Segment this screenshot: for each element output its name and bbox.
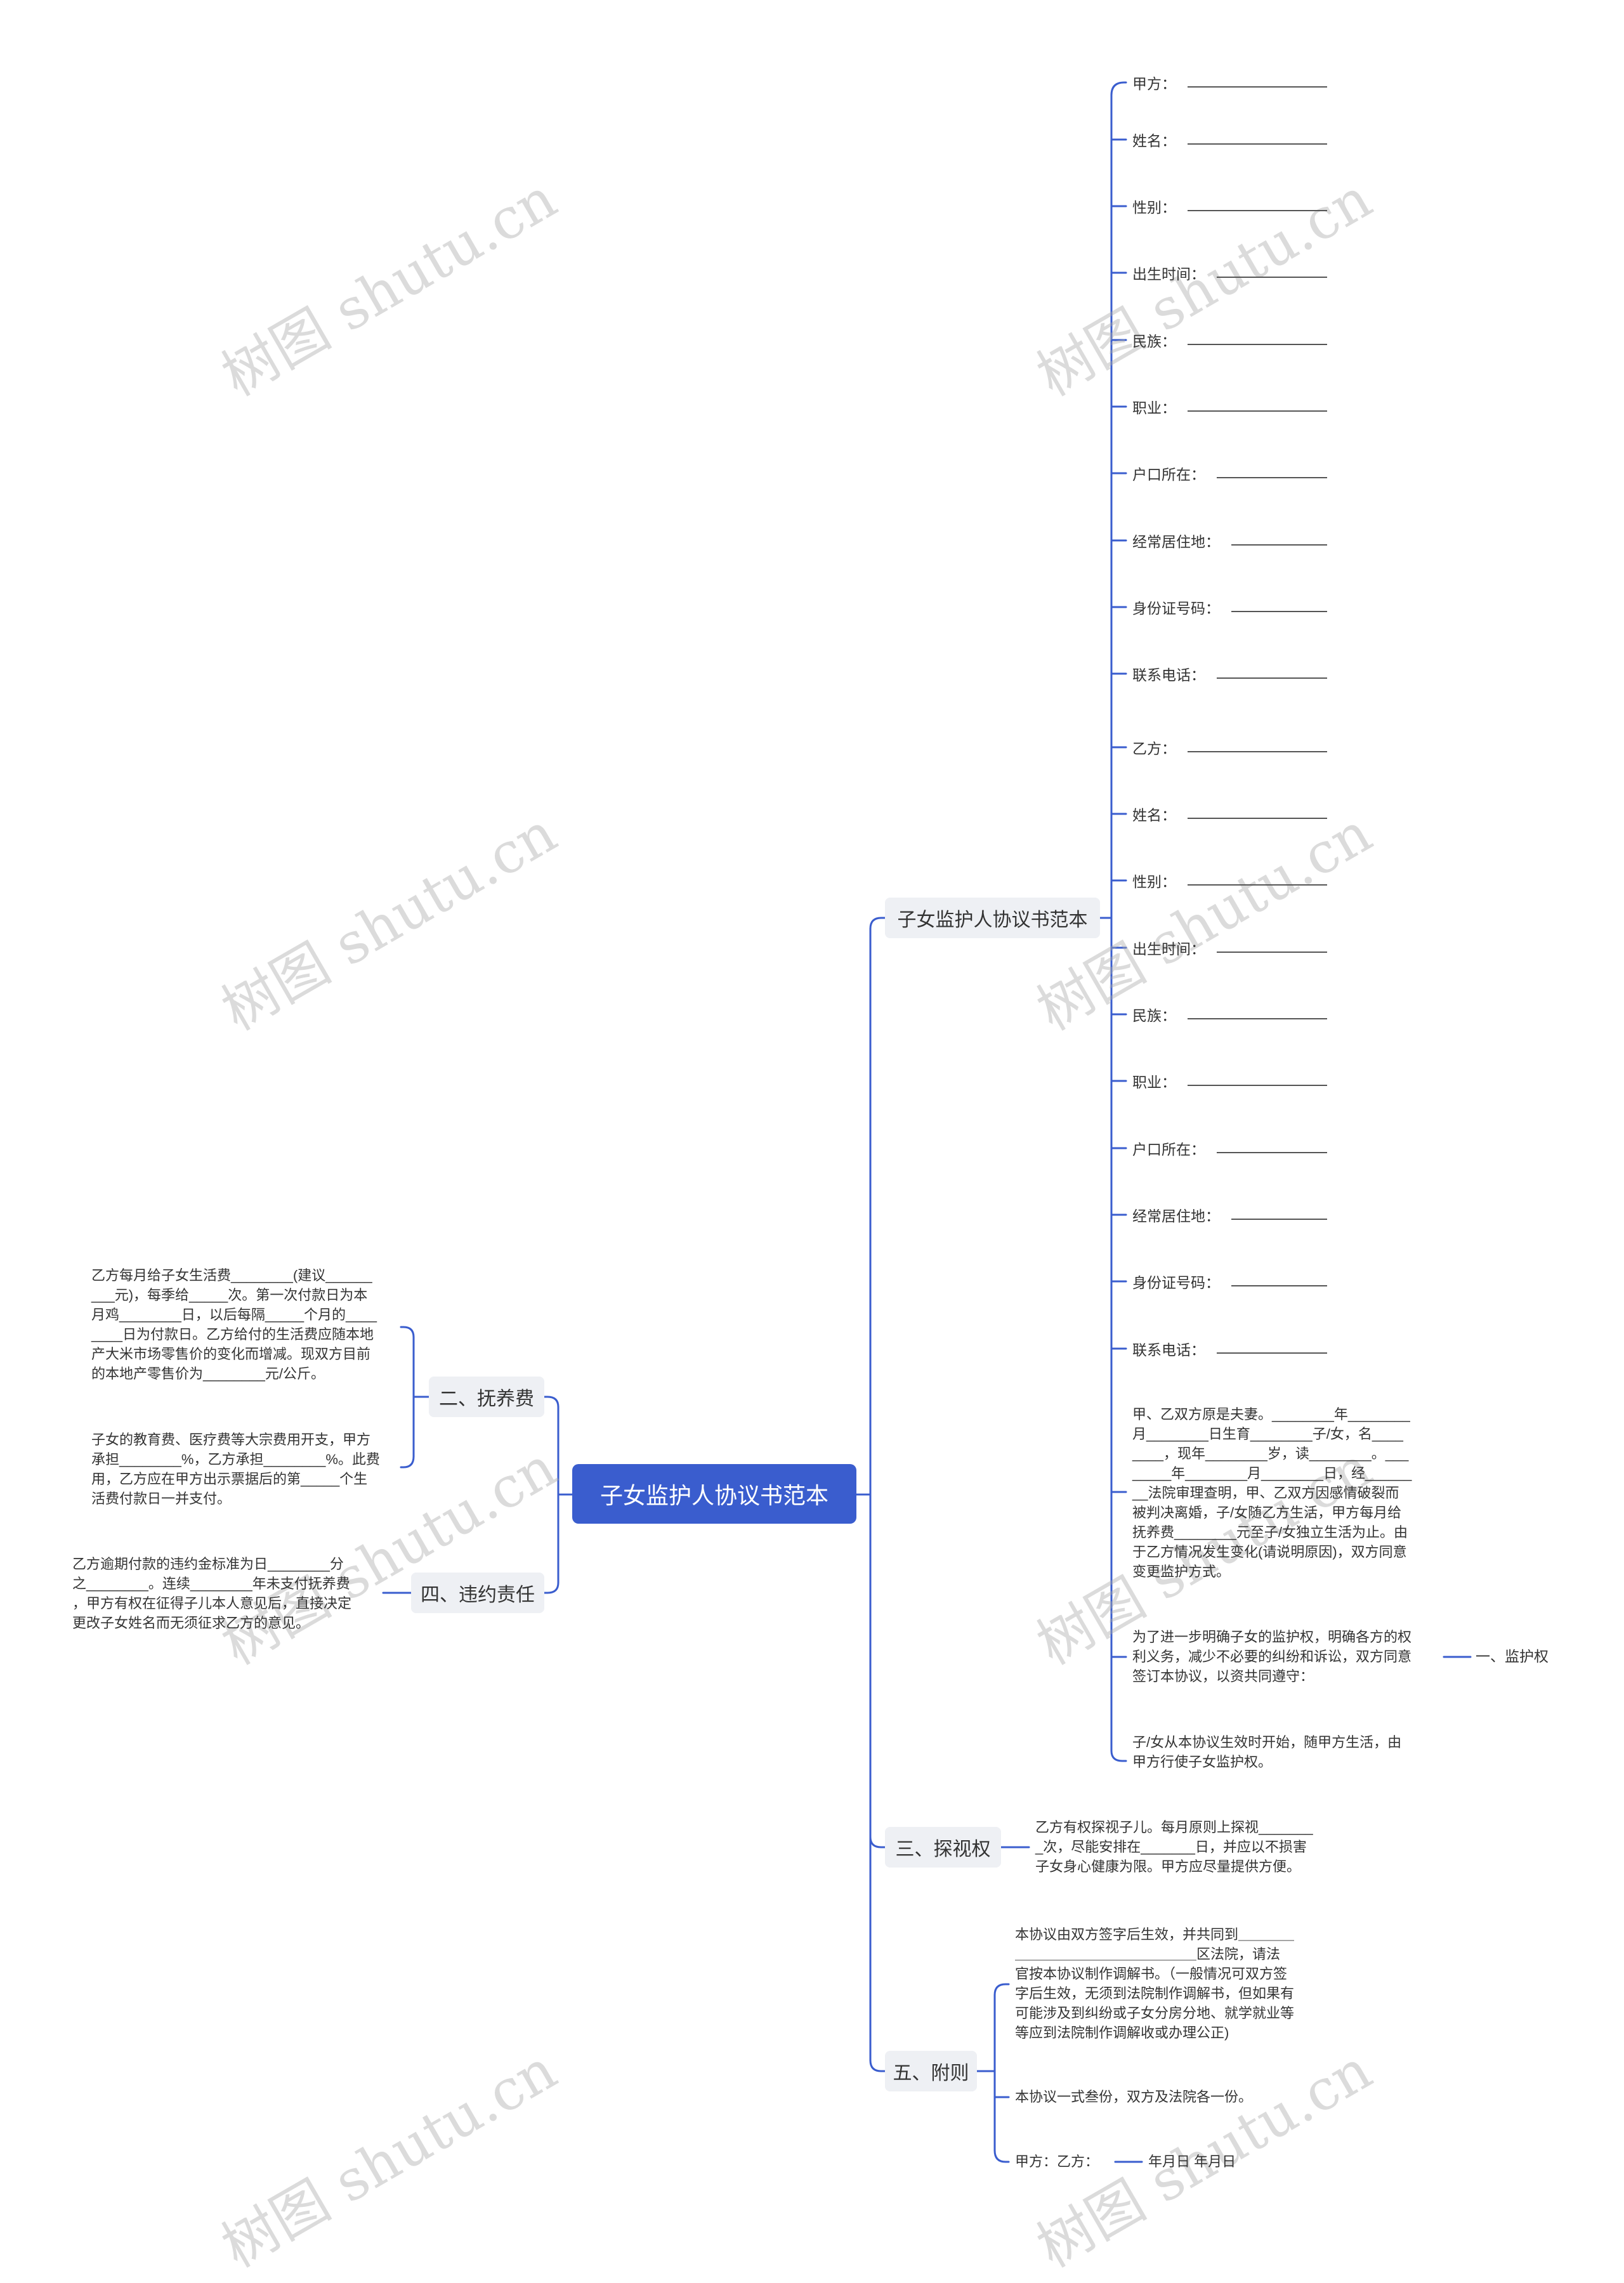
link-breach — [543, 1581, 560, 1594]
field-blank-line[interactable] — [1188, 335, 1327, 345]
field-blank-line[interactable] — [1217, 468, 1327, 478]
field-row: 身份证号码： — [1132, 1269, 1327, 1294]
field-label: 出生时间： — [1132, 266, 1205, 282]
field-label: 乙方： — [1132, 740, 1176, 757]
field-blank-line[interactable] — [1217, 669, 1327, 679]
field-label: 联系电话： — [1132, 1342, 1205, 1358]
field-row: 经常居住地： — [1132, 528, 1327, 553]
field-label: 身份证号码： — [1132, 1274, 1220, 1291]
field-row: 姓名： — [1132, 801, 1327, 827]
field-label: 性别： — [1132, 873, 1176, 890]
field-row: 民族： — [1132, 1002, 1327, 1027]
breach-paragraph: 乙方逾期付款的违约金标准为日________分 之________。连续____… — [72, 1556, 352, 1631]
link-field-top — [1110, 81, 1127, 96]
field-blank-line[interactable] — [1217, 943, 1327, 953]
field-row: 出生时间： — [1132, 935, 1327, 960]
link-visit — [869, 1836, 886, 1848]
field-row: 出生时间： — [1132, 260, 1327, 285]
field-blank-line[interactable] — [1217, 1344, 1327, 1354]
field-row: 经常居住地： — [1132, 1202, 1327, 1227]
field-blank-line[interactable] — [1231, 602, 1327, 612]
field-blank-line[interactable] — [1217, 268, 1327, 278]
field-row: 职业： — [1132, 394, 1327, 419]
field-label: 户口所在： — [1132, 1141, 1205, 1158]
field-label: 姓名： — [1132, 807, 1176, 823]
field-label: 姓名： — [1132, 133, 1176, 149]
field-label: 经常居住地： — [1132, 533, 1220, 550]
field-row: 民族： — [1132, 327, 1327, 353]
field-label: 经常居住地： — [1132, 1208, 1220, 1224]
field-label: 甲方： — [1132, 75, 1176, 92]
field-label: 出生时间： — [1132, 941, 1205, 957]
appendix-paragraph-1: 本协议由双方签字后生效，并共同到＿＿＿＿ ＿＿＿＿＿＿＿＿＿＿＿＿＿区法院，请法… — [1015, 1926, 1295, 2041]
field-row: 联系电话： — [1132, 1336, 1327, 1361]
field-blank-line[interactable] — [1188, 1009, 1327, 1019]
branch-main[interactable]: 子女监护人协议书范本 — [885, 898, 1100, 938]
field-label: 职业： — [1132, 400, 1176, 416]
field-row: 姓名： — [1132, 127, 1327, 152]
field-blank-line[interactable] — [1188, 77, 1327, 88]
visit-paragraph: 乙方有权探视子儿。每月原则上探视_______ _次，尽能安排在_______日… — [1035, 1819, 1313, 1874]
field-blank-line[interactable] — [1188, 1076, 1327, 1086]
branch-appendix[interactable]: 五、附则 — [885, 2051, 977, 2091]
field-blank-line[interactable] — [1188, 402, 1327, 412]
signature-line: 甲方：乙方： — [1015, 2154, 1099, 2169]
field-row: 联系电话： — [1132, 661, 1327, 686]
field-label: 身份证号码： — [1132, 600, 1220, 617]
field-blank-line[interactable] — [1217, 1143, 1327, 1153]
field-blank-line[interactable] — [1188, 742, 1327, 752]
field-row: 甲方： — [1132, 70, 1327, 95]
appendix-paragraph-2: 本协议一式叁份，双方及法院各一份。 — [1015, 2089, 1253, 2105]
field-label: 户口所在： — [1132, 466, 1205, 483]
branch-visit[interactable]: 三、探视权 — [885, 1827, 1001, 1868]
link-main — [869, 917, 886, 930]
support-paragraph-1: 乙方每月给子女生活费________(建议______ ___元)，每季给___… — [91, 1267, 377, 1382]
link-appendix — [869, 2059, 886, 2072]
field-blank-line[interactable] — [1188, 201, 1327, 211]
custody-paragraph: 子/女从本协议生效时开始，随甲方生活，由 甲方行使子女监护权。 — [1132, 1734, 1402, 1770]
link-support-p1 — [400, 1326, 415, 1338]
field-label: 联系电话： — [1132, 667, 1205, 683]
field-row: 职业： — [1132, 1068, 1327, 1094]
purpose-paragraph: 为了进一步明确子女的监护权，明确各方的权 利义务，减少不必要的纠纷和诉讼，双方同… — [1132, 1629, 1412, 1684]
link-support — [543, 1396, 560, 1408]
field-row: 身份证号码： — [1132, 594, 1327, 620]
field-row: 户口所在： — [1132, 461, 1327, 486]
link-support-p2 — [400, 1455, 415, 1469]
field-row: 户口所在： — [1132, 1135, 1327, 1161]
field-blank-line[interactable] — [1188, 134, 1327, 145]
field-row: 性别： — [1132, 868, 1327, 893]
field-blank-line[interactable] — [1188, 875, 1327, 886]
root-node[interactable]: 子女监护人协议书范本 — [572, 1464, 856, 1524]
field-row: 乙方： — [1132, 735, 1327, 760]
field-label: 性别： — [1132, 199, 1176, 216]
branch-breach[interactable]: 四、违约责任 — [411, 1573, 544, 1613]
guardianship-label[interactable]: 一、监护权 — [1476, 1648, 1549, 1665]
field-blank-line[interactable] — [1231, 1276, 1327, 1286]
field-label: 民族： — [1132, 1007, 1176, 1024]
field-blank-line[interactable] — [1188, 809, 1327, 819]
field-row: 性别： — [1132, 193, 1327, 219]
field-blank-line[interactable] — [1231, 1210, 1327, 1220]
field-label: 职业： — [1132, 1074, 1176, 1090]
support-paragraph-2: 子女的教育费、医疗费等大宗费用开支，甲方 承担________%，乙方承担___… — [91, 1432, 380, 1507]
marriage-paragraph: 甲、乙双方原是夫妻。________年________ 月________日生育… — [1132, 1406, 1412, 1580]
field-label: 民族： — [1132, 333, 1176, 350]
field-blank-line[interactable] — [1231, 535, 1327, 546]
signature-dates: 年月日 年月日 — [1148, 2154, 1236, 2169]
branch-support[interactable]: 二、抚养费 — [429, 1377, 544, 1417]
